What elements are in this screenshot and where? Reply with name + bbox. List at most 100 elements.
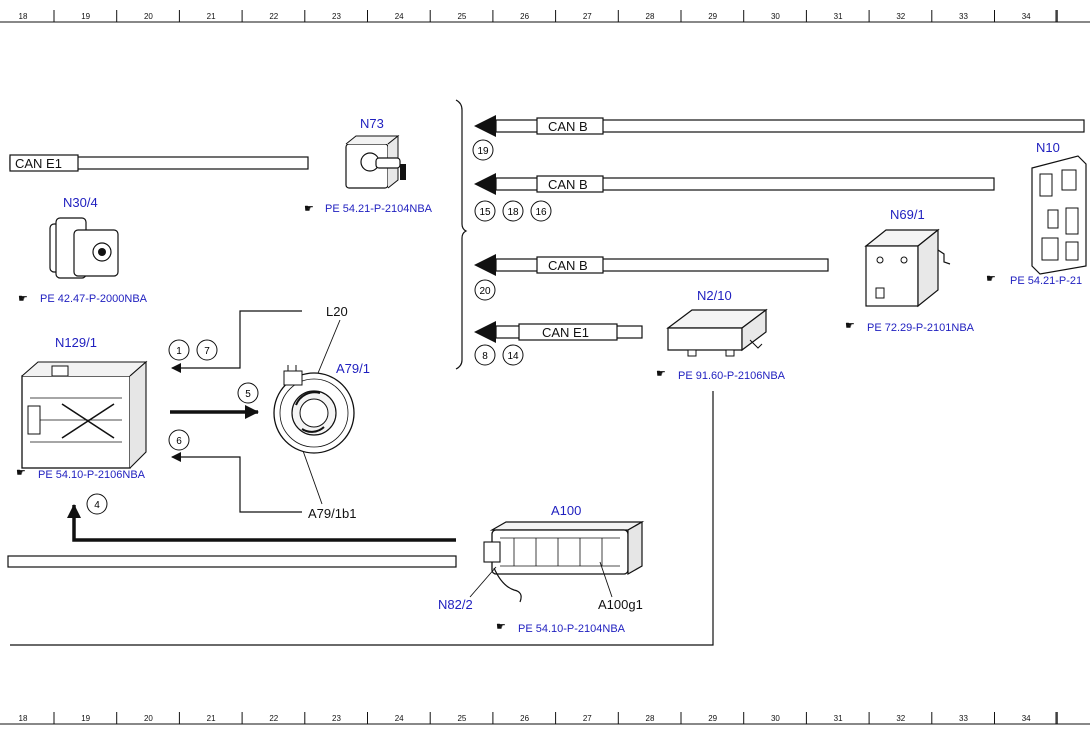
ruler-label: 33 [959,12,968,21]
marker-8: 8 [474,344,496,366]
ruler-label: 20 [144,714,153,723]
n129-1-label: N129/1 [55,335,97,350]
hand-pointer-icon: ☛ [986,273,996,285]
hand-pointer-icon: ☛ [496,621,506,633]
ruler-label: 19 [81,714,90,723]
ruler-label: 27 [583,714,592,723]
ruler-label: 30 [771,714,780,723]
ruler-label: 20 [144,12,153,21]
bottom-bus-line [7,555,457,568]
n2-10-feed-line [10,391,714,646]
a79-1-label: A79/1 [336,361,370,376]
n73-ref[interactable]: ☛ PE 54.21-P-2104NBA [304,203,433,215]
can-e1-left-bus: CAN E1 [9,154,309,172]
n2-10-ref[interactable]: ☛ PE 91.60-P-2106NBA [656,368,786,382]
n73-label: N73 [360,116,384,131]
ruler-label: 18 [19,714,28,723]
battery-a100-icon [483,520,645,603]
signal-arrow-6 [171,452,302,513]
ruler-label: 30 [771,12,780,21]
ruler-label: 29 [708,714,717,723]
marker-text: 5 [245,389,251,400]
ruler-label: 23 [332,12,341,21]
marker-text: 8 [482,351,488,362]
can-b-label-15: CAN B [548,177,588,192]
ruler-label: 24 [395,12,404,21]
module-n30-4-icon [49,217,119,279]
ruler-label: 22 [269,12,278,21]
marker-text: 4 [94,500,100,511]
ref-link[interactable]: PE 54.21-P-21 [1010,275,1082,287]
can-b-bus-15: CAN B [474,173,995,195]
marker-19: 19 [472,139,494,161]
hand-pointer-icon: ☛ [18,293,28,305]
can-e1-label-8: CAN E1 [542,325,589,340]
ruler-label: 18 [19,12,28,21]
signal-arrow-1-7 [171,310,302,373]
a100-label: A100 [551,503,581,518]
ruler-label: 26 [520,12,529,21]
ruler-label: 32 [896,714,905,723]
ref-link[interactable]: PE 91.60-P-2106NBA [678,370,786,382]
a100-ref[interactable]: ☛ PE 54.10-P-2104NBA [496,621,626,635]
marker-text: 6 [176,436,182,447]
ruler-label: 22 [269,714,278,723]
ref-link[interactable]: PE 54.10-P-2104NBA [518,623,626,635]
hand-pointer-icon: ☛ [845,320,855,332]
n129-1-ref[interactable]: ☛ PE 54.10-P-2106NBA [16,467,146,481]
n30-4-ref[interactable]: ☛ PE 42.47-P-2000NBA [18,293,148,305]
hand-pointer-icon: ☛ [16,467,26,479]
can-b-label-20: CAN B [548,258,588,273]
hand-pointer-icon: ☛ [304,203,314,215]
ruler-label: 34 [1022,12,1031,21]
ruler-label: 31 [834,714,843,723]
ref-link[interactable]: PE 72.29-P-2101NBA [867,322,975,334]
ruler-label: 31 [834,12,843,21]
marker-text: 16 [535,207,547,218]
marker-14: 14 [502,344,524,366]
ref-link[interactable]: PE 42.47-P-2000NBA [40,293,148,305]
marker-text: 7 [204,346,210,357]
marker-text: 19 [477,146,489,157]
ruler-label: 19 [81,12,90,21]
can-b-bus-19: CAN B [474,115,1085,137]
n2-10-label: N2/10 [697,288,732,303]
ruler-label: 27 [583,12,592,21]
marker-text: 20 [479,286,491,297]
ref-link[interactable]: PE 54.21-P-2104NBA [325,203,433,215]
marker-7: 7 [196,339,218,361]
ruler-label: 34 [1022,714,1031,723]
n10-ref[interactable]: ☛ PE 54.21-P-21 [986,273,1082,287]
ruler-label: 28 [646,12,655,21]
a79-1b1-label: A79/1b1 [308,506,356,521]
ruler-label: 21 [207,12,216,21]
n82-2-label: N82/2 [438,597,473,612]
leader-l20 [315,319,341,379]
marker-5: 5 [237,382,259,404]
n30-4-label: N30/4 [63,195,98,210]
marker-text: 14 [507,351,519,362]
ref-link[interactable]: PE 54.10-P-2106NBA [38,469,146,481]
module-n129-1-icon [21,360,148,469]
marker-text: 1 [176,346,182,357]
module-n73-icon [345,134,406,189]
n69-1-ref[interactable]: ☛ PE 72.29-P-2101NBA [845,320,975,334]
marker-text: 18 [507,207,519,218]
can-e1-left-label: CAN E1 [15,156,62,171]
ruler-label: 24 [395,714,404,723]
power-line-4 [67,504,456,542]
ruler-label: 25 [457,714,466,723]
marker-20: 20 [474,279,496,301]
a79-1-icon [273,365,355,454]
l20-label: L20 [326,304,348,319]
bracket [455,99,468,370]
can-b-label-19: CAN B [548,119,588,134]
marker-1: 1 [168,339,190,361]
marker-16: 16 [530,200,552,222]
ruler-label: 23 [332,714,341,723]
ruler-label: 25 [457,12,466,21]
hand-pointer-icon: ☛ [656,368,666,380]
